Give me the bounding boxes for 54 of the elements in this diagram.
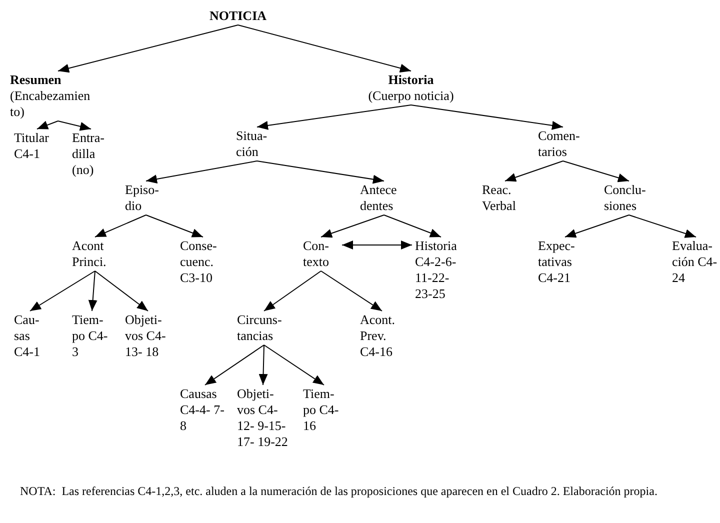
node-text: Tiem- po C4-16 [303,386,345,434]
node-text: Objeti- vos C4-12- 9-15-17- 19-22 [237,386,289,450]
arrow [146,214,204,238]
arrow [58,24,238,73]
node-text: Historia C4-2-6- 11-22- 23-25 [415,238,467,302]
arrow [264,270,322,312]
node-text: Titular C4-1 [14,130,60,162]
arrow [384,214,442,238]
arrow [342,240,412,250]
node-text: Con- texto [303,238,339,270]
arrow [58,120,92,131]
node-text: Causas C4-4- 7-8 [180,386,230,434]
arrow [320,214,384,238]
node-text: Acont Princi. [72,238,118,270]
node-text: NOTICIA [200,8,276,24]
node-text: Episo- dio [125,182,167,214]
node-subtitle: (Encabezamien to) [10,88,92,120]
node-text: Expec- tativas C4-21 [538,238,592,286]
node-text: Cau- sas C4-1 [14,312,46,360]
node-heading: Historia [387,72,435,88]
arrow [564,214,630,238]
node-text: Evalua- ción C4-24 [672,238,720,286]
node-text: Entra- dilla (no) [72,130,110,178]
arrow [410,104,564,130]
arrow [94,270,148,312]
arrow [238,24,412,73]
arrow [88,270,98,312]
arrow [562,160,630,182]
note-label: NOTA: [20,484,56,499]
arrow [204,344,264,386]
arrow [30,270,96,312]
node-text: Acont. Prev. C4-16 [360,312,404,360]
arrow [94,214,146,238]
note-text: Las referencias C4-1,2,3, etc. aluden a la numeración de las proposiciones que aparecen en el Cuadro 2. Elaboración propia. [62,484,658,499]
node-text: Conse- cuenc. C3-10 [180,238,226,286]
node-subtitle: (Cuerpo noticia) [367,88,455,104]
arrow [146,160,258,184]
node-text: Situa- ción [236,128,278,160]
node-text: Conclu- siones [604,182,654,214]
arrow [264,344,324,386]
node-text: Tiem- po C4-3 [72,312,112,360]
node-text: Comen- tarios [538,128,588,160]
arrow [256,104,412,130]
arrow [258,344,268,386]
arrow [504,160,564,182]
node-text: Reac. Verbal [482,182,528,214]
arrow [256,160,384,184]
node-text: Objeti- vos C4-13- 18 [125,312,171,360]
node-text: Antece dentes [360,182,408,214]
node-text: Circuns- tancias [237,312,291,344]
arrow [320,270,382,312]
arrow [36,120,58,130]
node-heading: Resumen [10,72,62,88]
arrow [628,214,696,238]
